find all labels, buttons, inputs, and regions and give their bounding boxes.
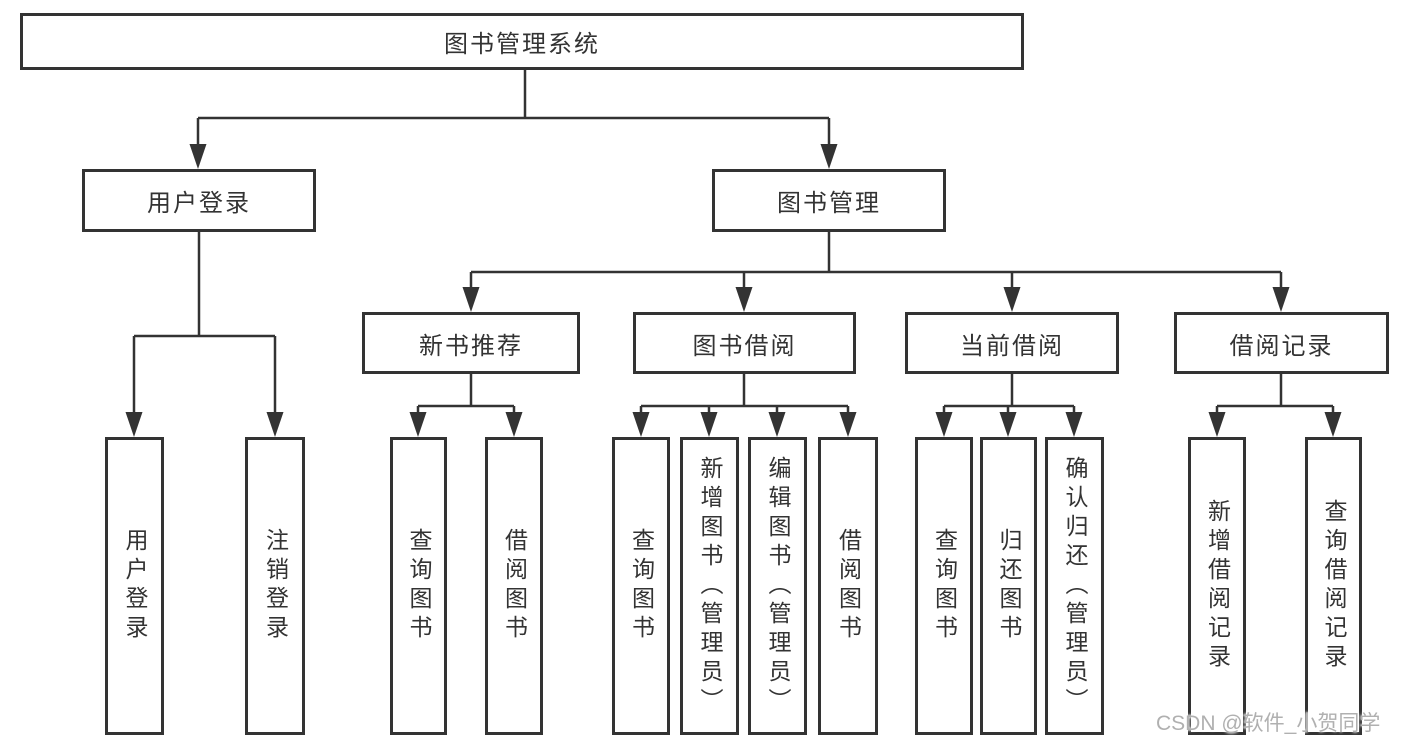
leaf-borrow-books-recommend: 借阅图书 xyxy=(485,437,543,735)
leaf-query-books-borrow: 查询图书 xyxy=(612,437,670,735)
leaf-add-book-admin-label: 新增图书（管理员） xyxy=(697,455,723,717)
node-new-book-recommend-label: 新书推荐 xyxy=(419,332,523,360)
leaf-query-borrow-record: 查询借阅记录 xyxy=(1305,437,1362,735)
node-current-borrow-label: 当前借阅 xyxy=(960,332,1064,360)
arrowheads xyxy=(125,144,1342,437)
leaf-edit-book-admin-label: 编辑图书（管理员） xyxy=(765,455,791,717)
leaf-borrow-books-recommend-label: 借阅图书 xyxy=(501,528,528,644)
leaf-user-login: 用户登录 xyxy=(105,437,164,735)
node-current-borrow: 当前借阅 xyxy=(905,312,1119,374)
node-book-borrow-label: 图书借阅 xyxy=(692,332,797,360)
leaf-add-borrow-record-label: 新增借阅记录 xyxy=(1204,499,1231,673)
node-root: 图书管理系统 xyxy=(20,13,1024,70)
node-book-management: 图书管理 xyxy=(712,169,946,232)
leaf-return-book-label: 归还图书 xyxy=(996,528,1022,644)
leaf-query-books-borrow-label: 查询图书 xyxy=(628,528,655,644)
leaf-add-borrow-record: 新增借阅记录 xyxy=(1188,437,1246,735)
node-user-login-label: 用户登录 xyxy=(147,190,251,217)
leaf-query-books-current: 查询图书 xyxy=(915,437,973,735)
node-book-borrow: 图书借阅 xyxy=(633,312,856,374)
leaf-query-books-recommend: 查询图书 xyxy=(390,437,447,735)
leaf-logout: 注销登录 xyxy=(245,437,305,735)
leaf-query-books-current-label: 查询图书 xyxy=(931,528,958,644)
leaf-confirm-return-admin: 确认归还（管理员） xyxy=(1045,437,1104,735)
watermark: CSDN @软件_小贺同学 xyxy=(1156,712,1381,735)
leaf-query-books-recommend-label: 查询图书 xyxy=(406,528,432,644)
leaf-return-book: 归还图书 xyxy=(980,437,1037,735)
node-root-label: 图书管理系统 xyxy=(444,31,600,58)
node-user-login: 用户登录 xyxy=(82,169,316,232)
leaf-borrow-books: 借阅图书 xyxy=(818,437,878,735)
leaf-add-book-admin: 新增图书（管理员） xyxy=(680,437,739,735)
node-borrow-records-label: 借阅记录 xyxy=(1229,332,1334,360)
leaf-edit-book-admin: 编辑图书（管理员） xyxy=(748,437,807,735)
node-borrow-records: 借阅记录 xyxy=(1174,312,1389,374)
node-book-management-label: 图书管理 xyxy=(777,190,881,217)
leaf-confirm-return-admin-label: 确认归还（管理员） xyxy=(1062,455,1088,717)
leaf-user-login-label: 用户登录 xyxy=(122,528,148,644)
leaf-query-borrow-record-label: 查询借阅记录 xyxy=(1321,499,1347,673)
node-new-book-recommend: 新书推荐 xyxy=(362,312,580,374)
leaf-borrow-books-label: 借阅图书 xyxy=(835,528,862,644)
leaf-logout-label: 注销登录 xyxy=(262,528,289,644)
